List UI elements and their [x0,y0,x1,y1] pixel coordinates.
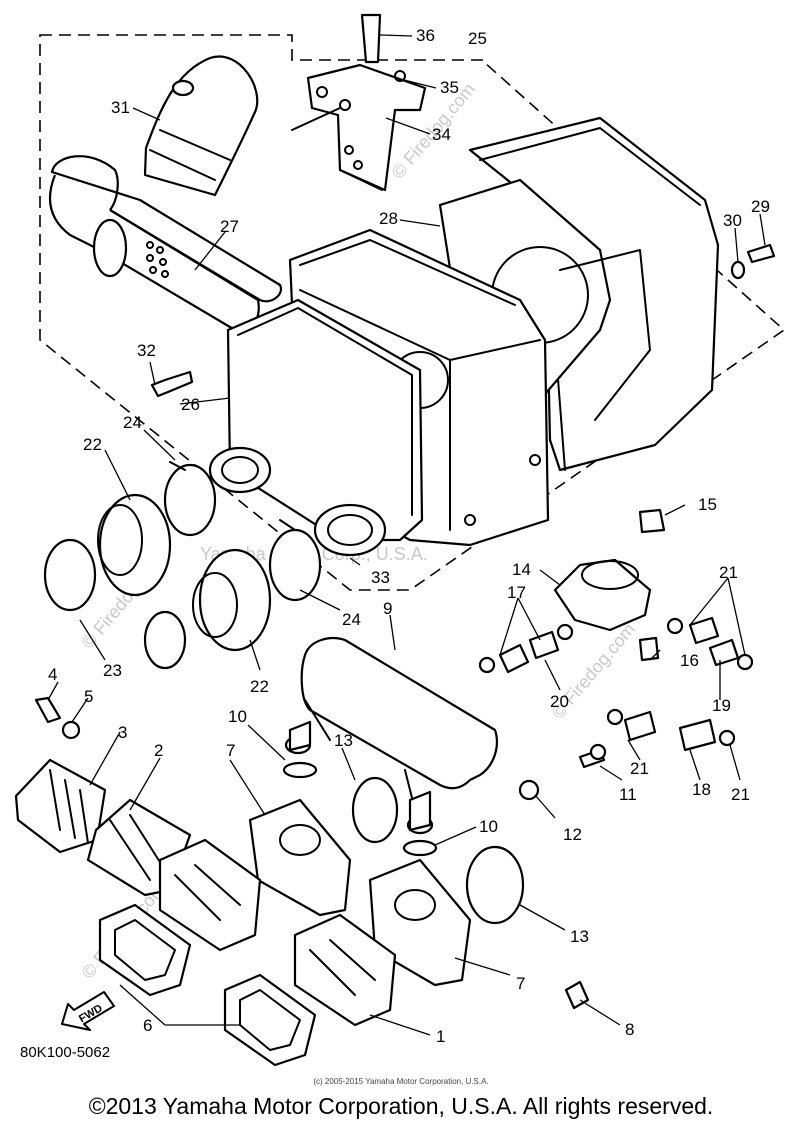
label-23: 23 [103,661,122,680]
part-14-pump [553,508,666,662]
part-1-6-housings-gaskets [98,838,397,1067]
label-10b: 10 [479,817,498,836]
label-10a: 10 [228,707,247,726]
cap-15 [638,508,666,534]
leader-lines [47,34,746,1036]
label-15: 15 [698,495,717,514]
oring-10b [402,839,438,857]
label-11: 11 [619,785,637,804]
label-24b: 24 [342,610,361,629]
clamp-23 [43,538,97,612]
clamp-24a [163,463,217,537]
label-12: 12 [563,825,582,844]
clamp-13b [465,845,525,925]
label-36: 36 [416,26,435,45]
clamp-24b [268,528,322,602]
label-25: 25 [468,29,487,48]
label-16: 16 [680,651,699,670]
label-27: 27 [220,217,239,236]
label-29: 29 [751,197,770,216]
label-22b: 22 [250,677,269,696]
label-31: 31 [111,98,130,117]
part-27-duct-tube [48,155,283,333]
label-33: 33 [371,568,390,587]
label-14: 14 [512,560,531,579]
part-26-filter-plate [208,298,424,557]
label-2: 2 [154,741,163,760]
label-21a: 21 [719,563,738,582]
label-1: 1 [436,1027,445,1046]
part-34-bracket [291,13,427,192]
small-copyright: (c) 2005-2015 Yamaha Motor Corporation, … [313,1077,489,1086]
label-8: 8 [625,1020,634,1039]
part-11-12 [518,743,607,801]
label-6: 6 [143,1016,152,1035]
hoses-17-21 [478,616,754,752]
diagram-part-code: 80K100-5062 [20,1044,111,1061]
label-32: 32 [137,341,156,360]
label-28: 28 [379,209,398,228]
copyright-footer: ©2013 Yamaha Motor Corporation, U.S.A. A… [88,1093,714,1119]
part-22-24-boots-clamps [43,461,322,670]
clamp-23b [143,610,187,670]
label-26: 26 [181,395,200,414]
part-4-5 [34,696,81,740]
part-8-bolt [564,980,621,1026]
label-17: 17 [507,583,526,602]
bolt-36 [360,13,382,64]
label-24a: 24 [123,413,142,432]
label-21c: 21 [731,785,750,804]
label-18: 18 [692,780,711,799]
part-number-labels: 36 25 35 34 31 27 28 30 29 32 26 24 22 3… [48,26,770,1046]
label-7b: 7 [516,974,525,993]
oring-10a [282,761,318,779]
part-16 [638,636,660,662]
boot-22a [98,493,172,597]
label-9: 9 [383,599,392,618]
label-5: 5 [84,687,93,706]
part-9-silencer [284,637,498,835]
label-3: 3 [118,723,127,742]
label-34: 34 [432,125,451,144]
label-19: 19 [712,696,731,715]
label-22a: 22 [83,435,102,454]
part-29-30-screw-washer [730,213,776,280]
label-13a: 13 [334,731,353,750]
label-7a: 7 [226,741,235,760]
fwd-arrow-icon: FWD [61,991,115,1031]
reed-block-7a [248,798,352,917]
part-31-intake-duct [143,55,259,197]
label-13b: 13 [570,927,589,946]
label-21b: 21 [630,759,649,778]
label-35: 35 [440,78,459,97]
label-20: 20 [550,692,569,711]
label-4: 4 [48,665,57,684]
clamp-13a [351,776,399,844]
label-30: 30 [723,211,742,230]
boot-22b [198,548,272,652]
part-32-bolt [149,361,194,398]
